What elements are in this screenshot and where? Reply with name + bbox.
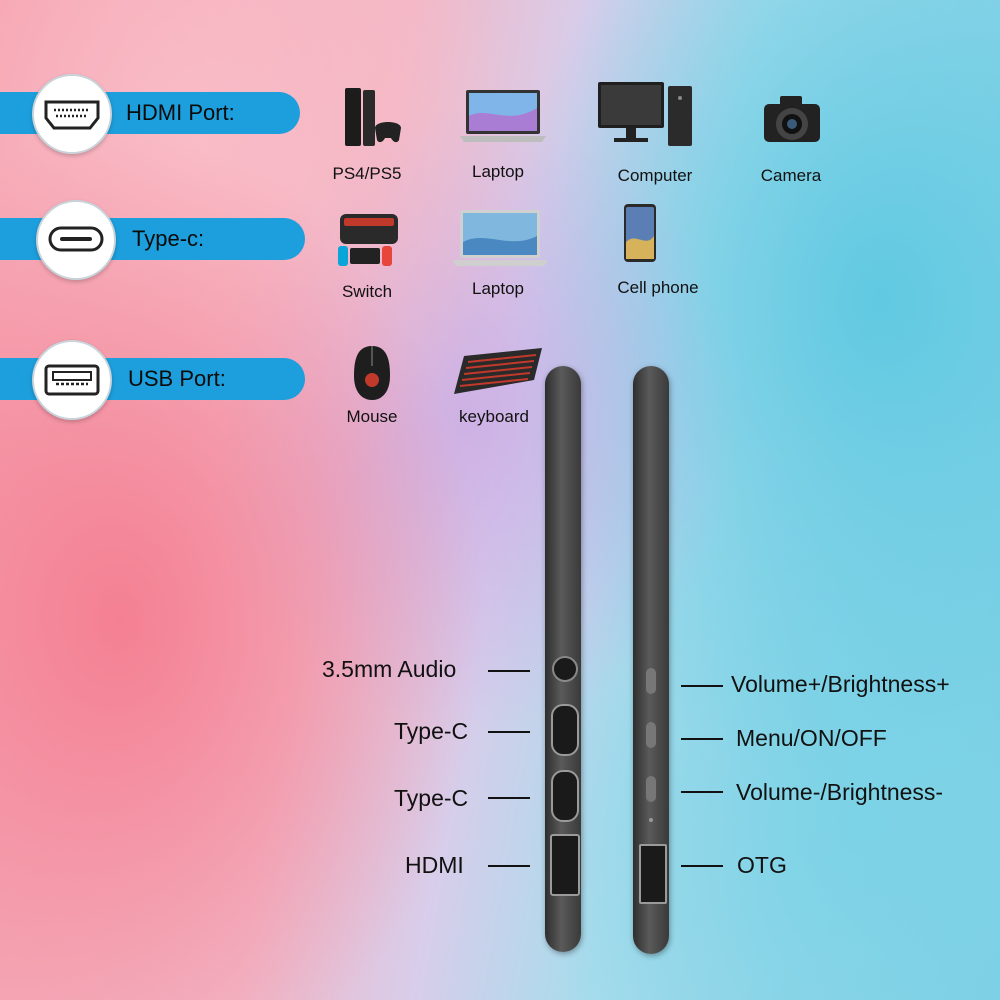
audio-jack — [552, 656, 578, 682]
type-c-port-1 — [551, 704, 579, 756]
leader-line-audio — [488, 670, 530, 672]
type-c-port-2 — [551, 770, 579, 822]
device-label-laptop-hdmi: Laptop — [472, 162, 524, 181]
label-type-c-1: Type-C — [394, 718, 469, 744]
mouse-icon — [354, 346, 390, 400]
camera-icon — [764, 96, 820, 142]
device-label-mouse: Mouse — [346, 407, 398, 426]
console-icon — [345, 88, 401, 146]
laptop-icon — [460, 90, 546, 142]
label-volume-down: Volume-/Brightness- — [736, 779, 944, 805]
hdmi-port-label: HDMI Port: — [126, 100, 235, 125]
laptop-icon — [452, 210, 548, 266]
device-label-camera: Camera — [760, 166, 822, 185]
leader-line-type-c-1 — [488, 731, 530, 733]
device-label-switch: Switch — [341, 282, 393, 301]
usb-otg-port — [639, 844, 667, 904]
cell-phone-icon — [624, 204, 656, 262]
hdmi-port-icon — [32, 74, 112, 154]
label-audio: 3.5mm Audio — [322, 656, 457, 682]
volume-down-button[interactable] — [646, 776, 656, 802]
switch-icon — [338, 214, 398, 266]
label-hdmi: HDMI — [405, 852, 464, 878]
label-volume-up: Volume+/Brightness+ — [731, 671, 950, 697]
leader-line-menu — [681, 738, 723, 740]
monitor-right-side-strip — [633, 366, 669, 954]
leader-line-volume-up — [681, 685, 723, 687]
leader-line-volume-down — [681, 791, 723, 793]
leader-line-hdmi — [488, 865, 530, 867]
device-label-keyboard: keyboard — [459, 407, 529, 426]
keyboard-icon — [454, 348, 542, 394]
menu-power-button[interactable] — [646, 722, 656, 748]
label-type-c-2: Type-C — [394, 785, 469, 811]
hdmi-port — [550, 834, 580, 896]
label-menu: Menu/ON/OFF — [736, 725, 887, 751]
device-label-ps: PS4/PS5 — [332, 164, 402, 183]
usb-port-label: USB Port: — [128, 366, 226, 391]
device-label-laptop-typec: Laptop — [472, 279, 524, 298]
label-otg: OTG — [737, 852, 787, 878]
device-label-computer: Computer — [617, 166, 693, 185]
type-c-port-label: Type-c: — [132, 226, 205, 251]
volume-up-button[interactable] — [646, 668, 656, 694]
usb-port-icon — [32, 340, 112, 420]
device-label-cell-phone: Cell phone — [617, 278, 699, 297]
leader-line-type-c-2 — [488, 797, 530, 799]
monitor-left-side-strip — [545, 366, 581, 952]
leader-line-otg — [681, 865, 723, 867]
indicator-light — [649, 818, 653, 822]
computer-icon — [598, 82, 692, 146]
type-c-port-icon — [36, 200, 116, 280]
